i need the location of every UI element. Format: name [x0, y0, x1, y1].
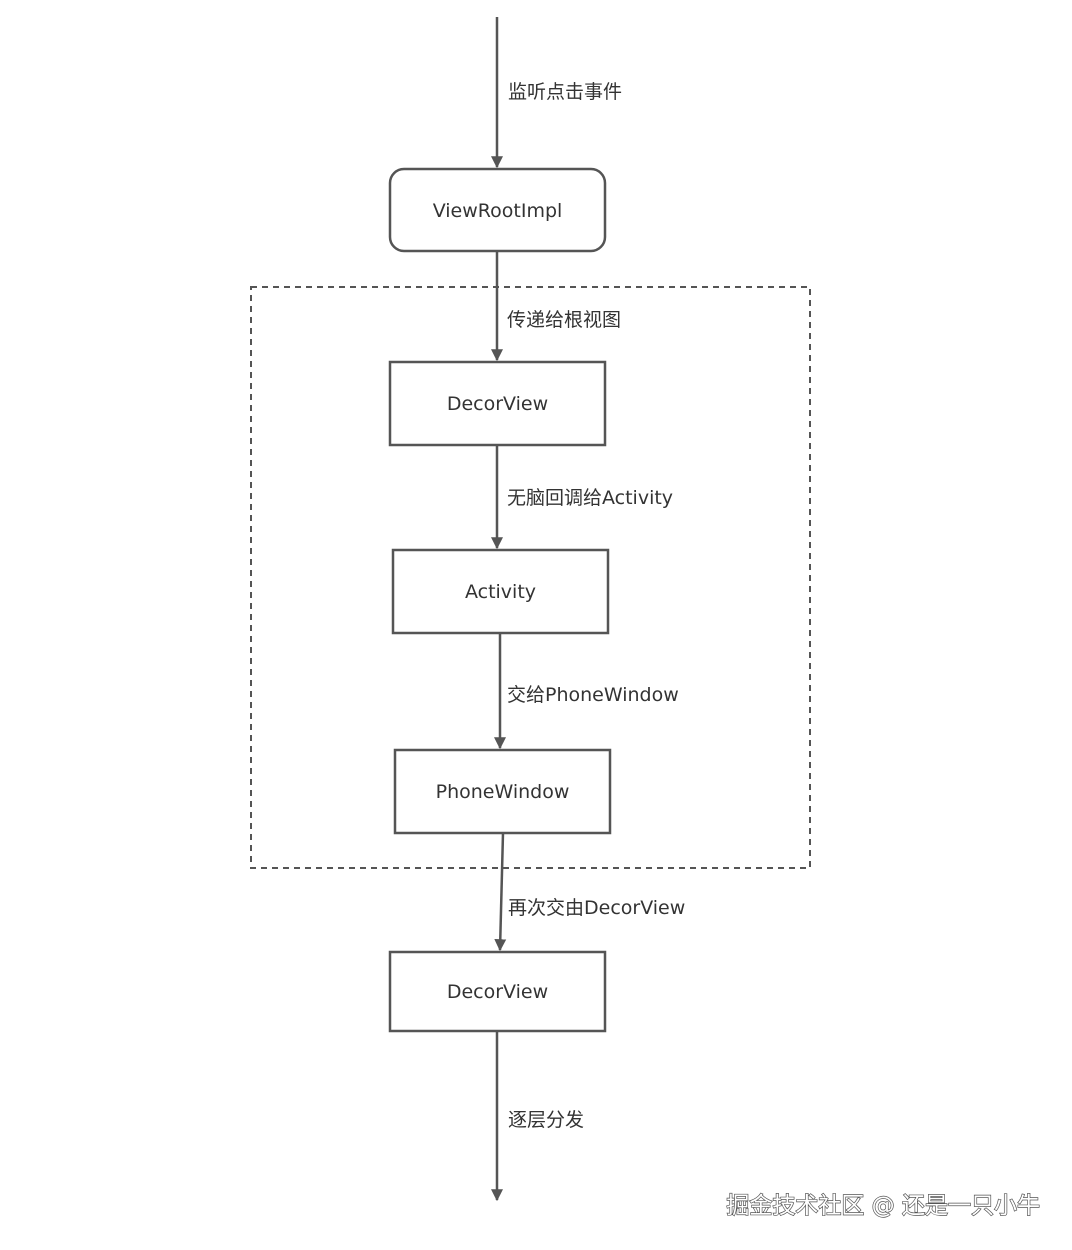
- edge-label-dispatch: 逐层分发: [508, 1109, 584, 1131]
- node-decor-view-top-label: DecorView: [447, 393, 548, 415]
- node-decor-view-bottom-label: DecorView: [447, 981, 548, 1003]
- edge-label-to-phone-window: 交给PhoneWindow: [507, 684, 679, 706]
- edge-label-callback-activity: 无脑回调给Activity: [507, 487, 673, 509]
- dashed-group-frame: [250, 286, 811, 869]
- node-view-root-impl-label: ViewRootImpl: [433, 200, 563, 222]
- node-phone-window-label: PhoneWindow: [436, 781, 570, 803]
- node-decor-view-top: DecorView: [388, 360, 607, 447]
- node-phone-window: PhoneWindow: [393, 748, 612, 835]
- node-activity: Activity: [391, 548, 610, 635]
- node-activity-label: Activity: [465, 581, 536, 603]
- edge-back-to-decor: [494, 832, 507, 952]
- edge-label-pass-to-root: 传递给根视图: [507, 309, 621, 331]
- node-view-root-impl: ViewRootImpl: [388, 167, 607, 253]
- edge-label-listen-click: 监听点击事件: [508, 81, 622, 103]
- watermark-text: 掘金技术社区 @ 还是一只小牛: [726, 1193, 1040, 1219]
- edge-label-back-to-decor: 再次交由DecorView: [508, 897, 685, 919]
- node-decor-view-bottom: DecorView: [388, 950, 607, 1033]
